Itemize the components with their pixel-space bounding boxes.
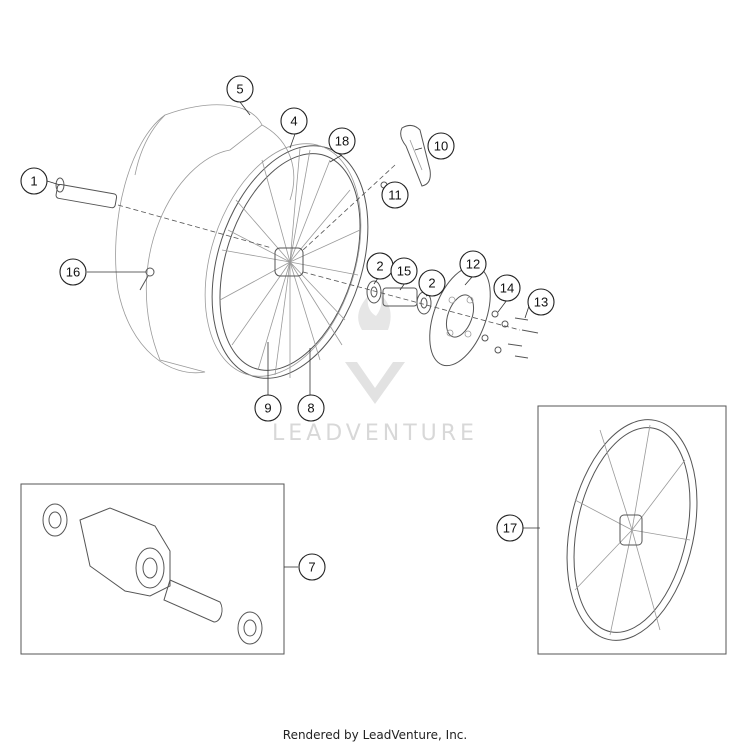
footer-credit: Rendered by LeadVenture, Inc. (282, 728, 468, 742)
callout-15: 15 (390, 257, 418, 285)
callout-12: 12 (459, 250, 487, 278)
svg-text:13: 13 (534, 295, 548, 310)
svg-text:1: 1 (30, 174, 37, 189)
callout-2-right: 2 (418, 269, 446, 297)
svg-text:9: 9 (264, 401, 271, 416)
svg-text:17: 17 (503, 521, 517, 536)
callout-13: 13 (527, 288, 555, 316)
callout-2-left: 2 (366, 252, 394, 280)
axis-line-left (117, 204, 273, 249)
callout-4: 4 (280, 107, 308, 135)
axle (55, 177, 118, 209)
front-wheel-rim (204, 143, 369, 379)
callout-10: 10 (427, 132, 455, 160)
tire (115, 104, 295, 374)
callout-16: 16 (59, 258, 87, 286)
svg-text:11: 11 (388, 188, 402, 203)
svg-text:7: 7 (308, 560, 315, 575)
svg-text:18: 18 (335, 134, 349, 149)
callout-5: 5 (226, 75, 254, 103)
axis-line-guard (302, 164, 396, 251)
disc-nuts-and-bolts (481, 310, 539, 359)
callout-14: 14 (493, 274, 521, 302)
wheel-bearings-and-spacer (366, 280, 432, 315)
svg-text:12: 12 (466, 257, 480, 272)
axis-line-right (302, 271, 521, 331)
svg-text:16: 16 (66, 265, 80, 280)
watermark-brand: LEADVENTURE (272, 421, 478, 446)
callout-8: 8 (297, 394, 325, 422)
svg-text:14: 14 (500, 281, 514, 296)
watermark-logo: LEADVENTURE (272, 294, 478, 446)
svg-text:4: 4 (290, 114, 297, 129)
disc-guard (400, 124, 431, 187)
callout-1: 1 (20, 167, 48, 195)
callout-9: 9 (254, 394, 282, 422)
svg-text:8: 8 (307, 401, 314, 416)
svg-text:10: 10 (434, 139, 448, 154)
callout-17: 17 (496, 514, 524, 542)
svg-text:5: 5 (236, 82, 243, 97)
complete-wheel-box (537, 405, 727, 655)
callout-18: 18 (328, 127, 356, 155)
hub-detail-box (20, 483, 285, 655)
svg-text:2: 2 (428, 276, 435, 291)
spokes (219, 147, 361, 378)
callout-7: 7 (298, 553, 326, 581)
svg-text:2: 2 (376, 259, 383, 274)
callout-11: 11 (381, 181, 409, 209)
svg-text:15: 15 (397, 264, 411, 279)
